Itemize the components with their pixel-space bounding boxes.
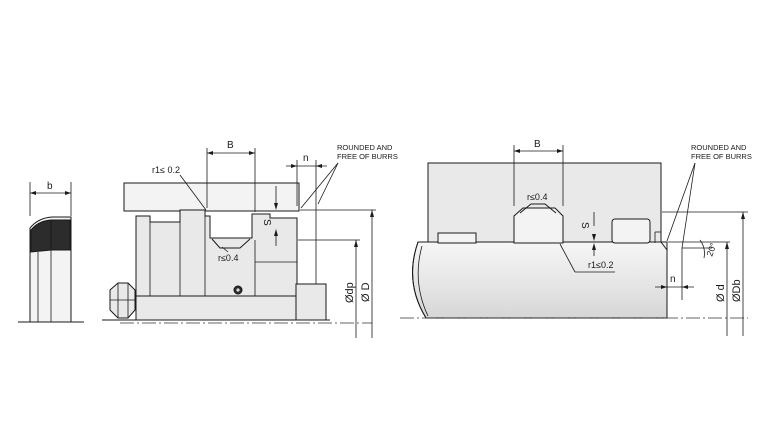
angle-label: 20° [704,241,718,258]
note-left-line2: FREE OF BURRS [337,152,398,161]
radius-r-right-label: r≤0.4 [527,192,547,202]
clearance-right-label: S [579,222,590,229]
seal-profile: b [18,181,84,323]
note-right-line2: FREE OF BURRS [691,152,752,161]
rod-shaft [412,241,668,319]
radius-r1-right-label: r1≤0.2 [588,260,613,270]
seal-width-label: b [47,181,53,192]
dia-D-label: Ø D [360,282,372,302]
groove-width-left-label: B [227,140,234,151]
clearance-left-label: S [261,219,272,226]
dia-Db-label: ØDb [731,279,743,302]
dia-dp-label: Ødp [344,282,356,303]
piston-rod [123,182,300,212]
chamfer-right-label: n [670,274,676,285]
housing-body [135,209,298,297]
dia-d-label: Ø d [715,284,727,302]
radius-r-left-label: r≤0.4 [218,253,238,263]
note-right-line1: ROUNDED AND [691,143,747,152]
rod-seal [513,207,564,244]
guide-ring-left [437,232,477,244]
note-left-line1: ROUNDED AND [337,143,393,152]
radius-r1-left-label: r1≤ 0.2 [152,165,180,175]
chamfer-left-label: n [303,153,309,164]
housing-assembly-left: B r1≤ 0.2 r≤0.4 S n ROUNDED AND FREE OF … [102,140,398,338]
groove-width-right-label: B [534,139,541,150]
guide-ring-right [611,218,651,244]
rod-assembly-right: B r≤0.4 S r1≤0.2 ROUNDED AND FREE OF BUR… [400,139,752,336]
hex-nut [109,282,136,319]
